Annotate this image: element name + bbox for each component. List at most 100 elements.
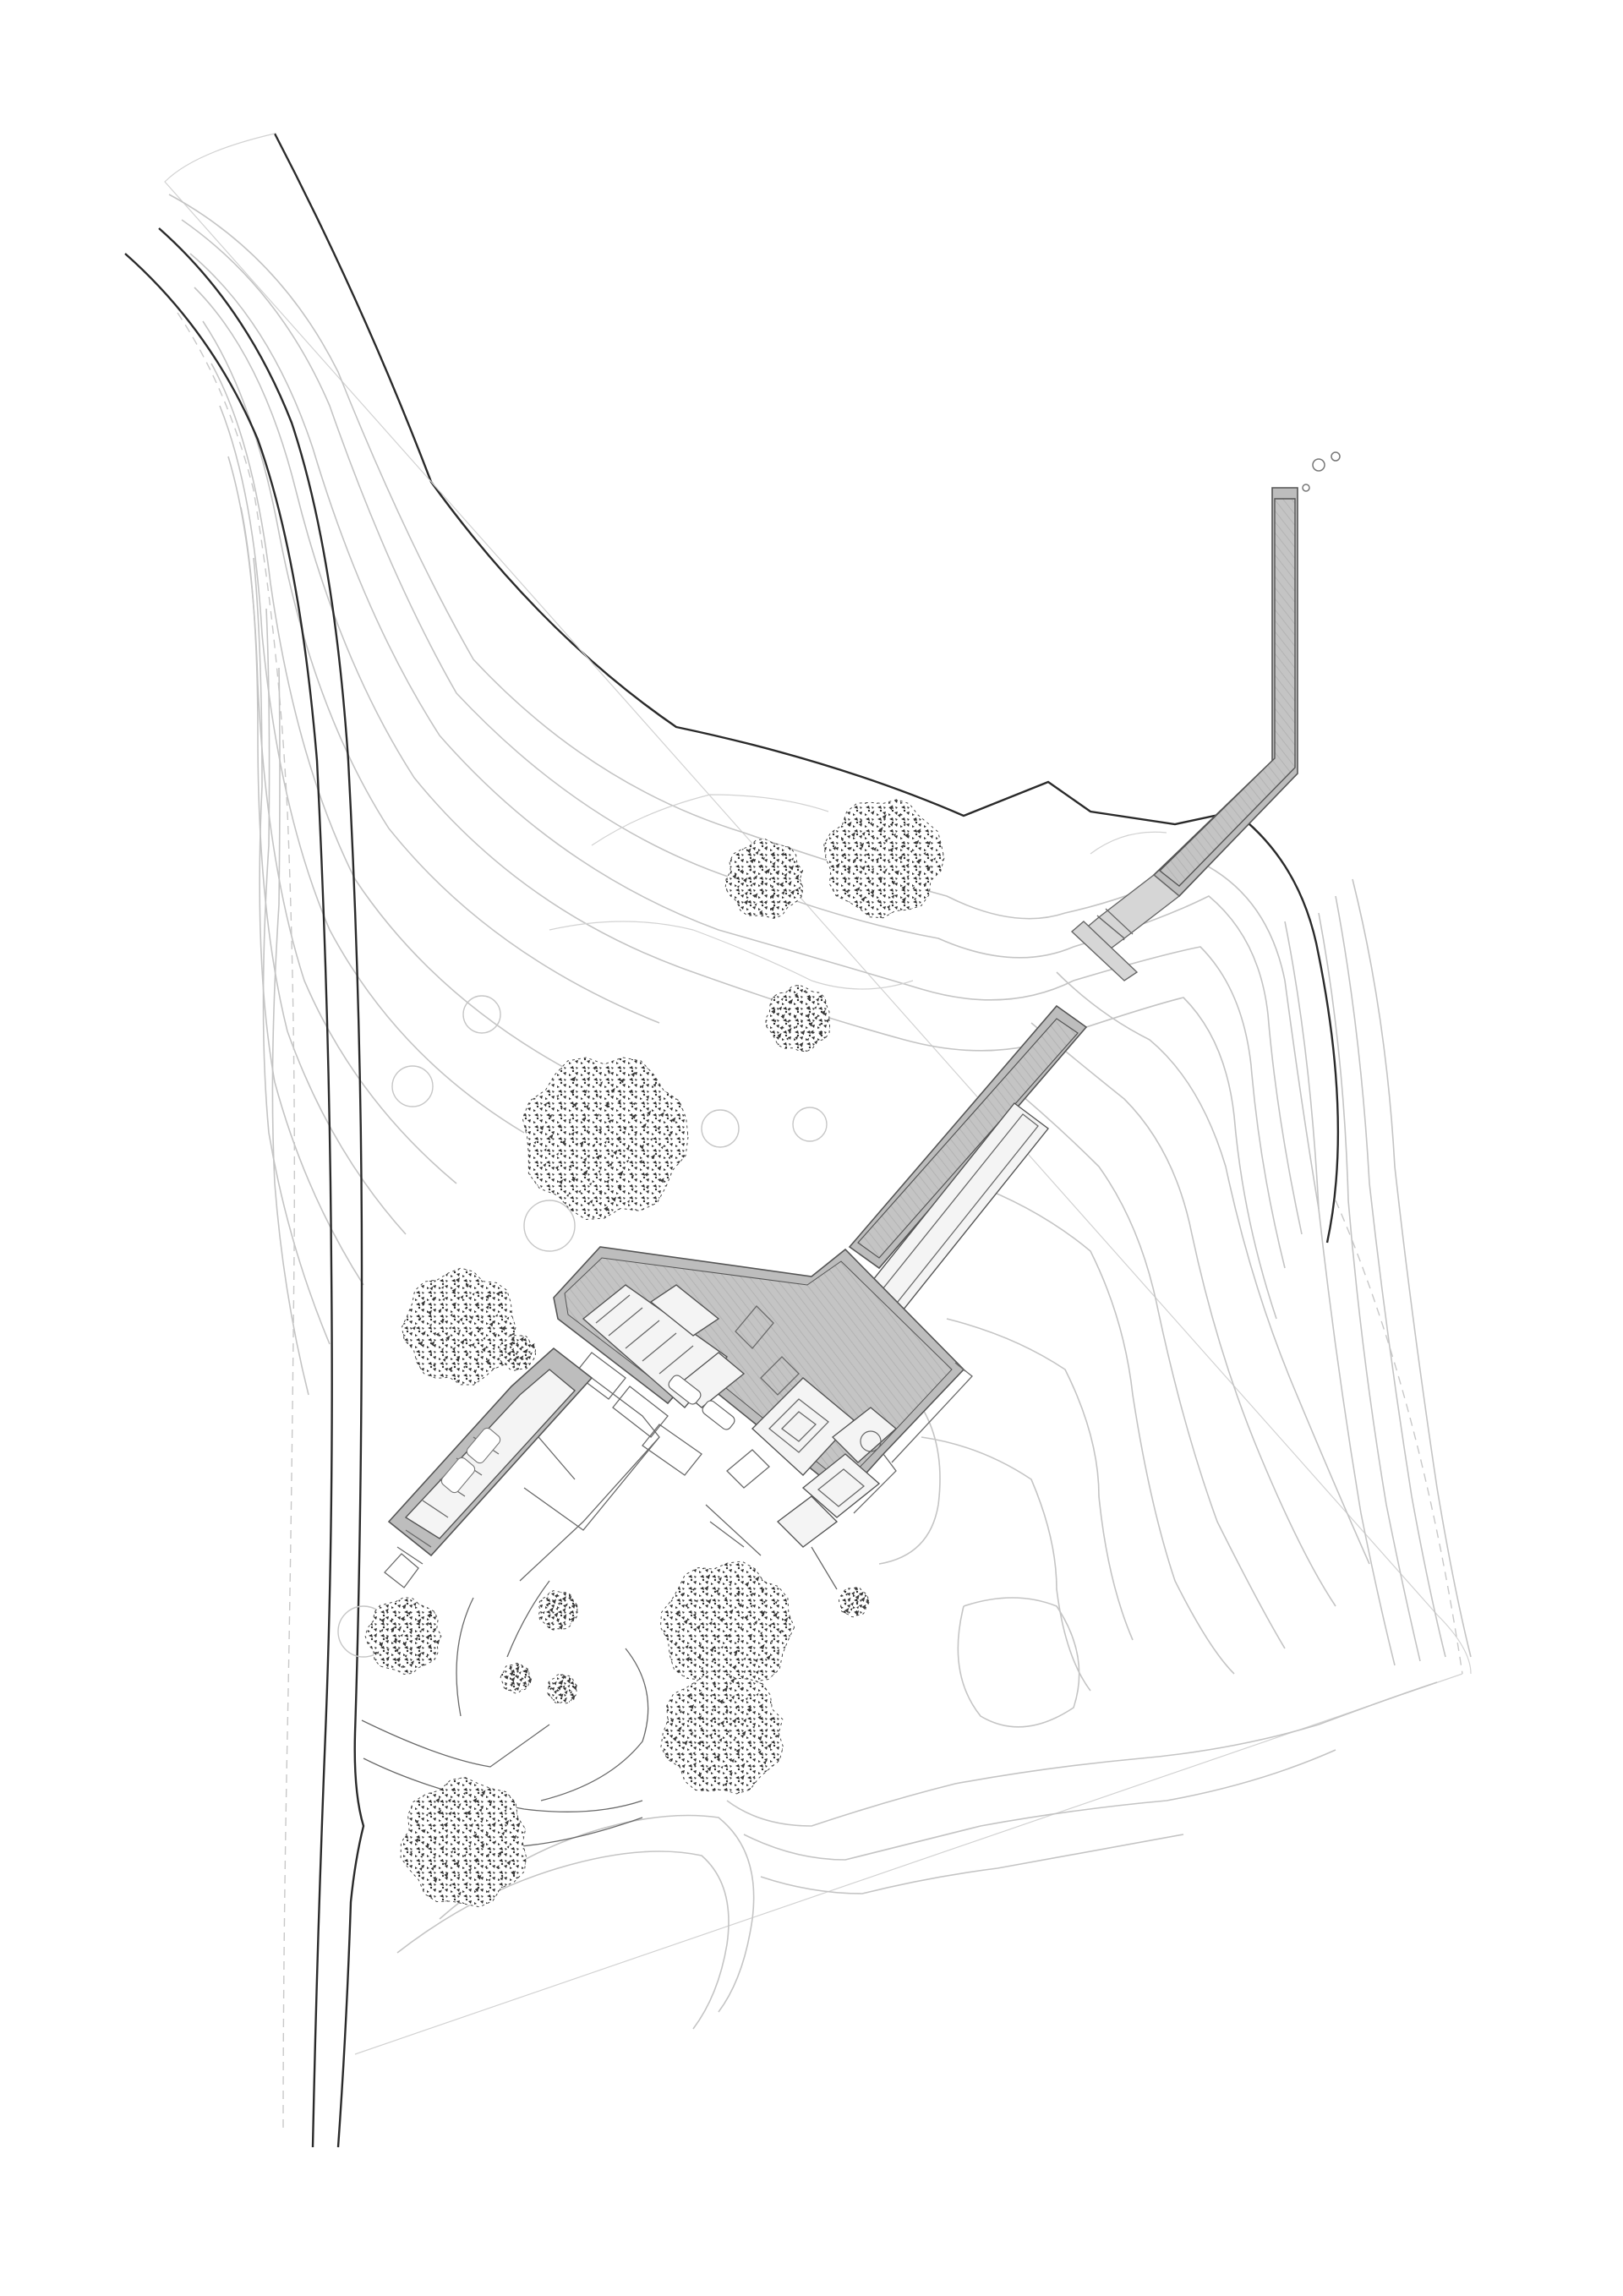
leaf-mark: [487, 1889, 490, 1894]
leaf-mark: [613, 1150, 618, 1156]
leaf-mark: [806, 1037, 810, 1041]
leaf-mark: [736, 1639, 740, 1643]
leaf-mark: [463, 1791, 466, 1796]
leaf-mark: [543, 1162, 547, 1167]
leaf-mark: [686, 1656, 690, 1662]
leaf-mark: [771, 1009, 776, 1014]
leaf-mark: [571, 1152, 574, 1156]
leaf-mark: [556, 1094, 560, 1098]
leaf-mark: [888, 805, 893, 811]
leaf-mark: [568, 1164, 572, 1169]
leaf-mark: [585, 1104, 589, 1109]
leaf-mark: [766, 1654, 771, 1660]
leaf-mark: [650, 1138, 653, 1141]
leaf-mark: [730, 1758, 735, 1763]
leaf-mark: [844, 1607, 850, 1613]
leaf-mark: [690, 1731, 693, 1736]
leaf-mark: [735, 1591, 740, 1597]
leaf-mark: [773, 1612, 778, 1618]
leaf-mark: [493, 1333, 497, 1338]
leaf-mark: [571, 1131, 575, 1136]
tree-center-canopy: [765, 984, 831, 1052]
leaf-mark: [821, 1009, 826, 1015]
leaf-mark: [867, 879, 872, 884]
leaf-mark: [448, 1366, 453, 1372]
leaf-mark: [697, 1715, 702, 1720]
tree-north-a: [724, 838, 804, 919]
leaf-mark: [791, 857, 794, 861]
leaf-mark: [620, 1078, 625, 1084]
leaf-mark: [593, 1065, 597, 1070]
leaf-mark: [442, 1298, 445, 1301]
leaf-mark: [587, 1076, 590, 1081]
leaf-mark: [595, 1155, 600, 1160]
leaf-mark: [524, 1363, 527, 1366]
leaf-mark: [860, 1591, 864, 1596]
leaf-mark: [866, 1599, 870, 1604]
leaf-mark: [511, 1870, 516, 1876]
leaf-mark: [755, 1576, 760, 1582]
leaf-mark: [626, 1159, 629, 1163]
leaf-mark: [847, 821, 852, 827]
leaf-mark: [563, 1614, 567, 1619]
leaf-mark: [771, 885, 774, 888]
leaf-mark: [529, 1352, 533, 1356]
tree-drive-a-canopy: [538, 1590, 578, 1631]
leaf-mark: [845, 1593, 848, 1596]
leaf-mark: [692, 1762, 697, 1767]
leaf-mark: [901, 897, 906, 903]
leaf-mark: [631, 1072, 636, 1077]
tree-south-mid: [660, 1670, 784, 1795]
leaf-mark: [872, 810, 875, 814]
leaf-mark: [646, 1097, 649, 1102]
leaf-mark: [457, 1891, 462, 1896]
leaf-mark: [883, 888, 886, 892]
leaf-mark: [760, 1632, 763, 1635]
leaf-mark: [402, 1641, 407, 1647]
leaf-mark: [781, 890, 785, 895]
leaf-mark: [851, 1591, 855, 1596]
leaf-mark: [560, 1107, 563, 1110]
leaf-mark: [510, 1682, 514, 1687]
leaf-mark: [741, 1730, 746, 1736]
leaf-mark: [744, 1615, 749, 1621]
leaf-mark: [527, 1678, 533, 1684]
leaf-mark: [566, 1194, 570, 1197]
leaf-mark: [761, 1610, 766, 1616]
contour-lines: [168, 194, 1472, 2030]
leaf-mark: [697, 1740, 702, 1746]
leaf-mark: [784, 872, 788, 877]
leaf-mark: [445, 1335, 451, 1341]
tree-far-south: [400, 1776, 527, 1908]
leaf-mark: [524, 1342, 527, 1347]
leaf-mark: [506, 1860, 511, 1866]
leaf-mark: [704, 1633, 708, 1637]
leaf-mark: [441, 1348, 444, 1351]
leaf-mark: [568, 1595, 572, 1600]
leaf-mark: [409, 1647, 413, 1651]
leaf-mark: [376, 1651, 380, 1654]
leaf-mark: [769, 1717, 773, 1721]
leaf-mark: [456, 1357, 460, 1363]
leaf-mark: [749, 858, 754, 864]
leaf-mark: [395, 1648, 399, 1653]
leaf-mark: [906, 875, 910, 878]
leaf-mark: [708, 1745, 711, 1748]
leaf-mark: [545, 1597, 549, 1600]
tree-small-west-canopy: [499, 1334, 536, 1371]
leaf-mark: [457, 1873, 461, 1877]
leaf-mark: [385, 1656, 390, 1661]
leaf-mark: [642, 1123, 647, 1128]
leaf-mark: [439, 1889, 442, 1893]
leaf-mark: [560, 1693, 564, 1698]
leaf-mark: [451, 1287, 456, 1293]
leaf-mark: [494, 1840, 497, 1844]
leaf-mark: [763, 900, 768, 905]
tree-center: [765, 984, 831, 1052]
leaf-mark: [724, 1596, 727, 1600]
leaf-mark: [748, 868, 751, 872]
leaf-mark: [730, 1621, 733, 1626]
leaf-mark: [790, 865, 794, 871]
leaf-mark: [736, 885, 740, 888]
leaf-mark: [913, 818, 916, 822]
